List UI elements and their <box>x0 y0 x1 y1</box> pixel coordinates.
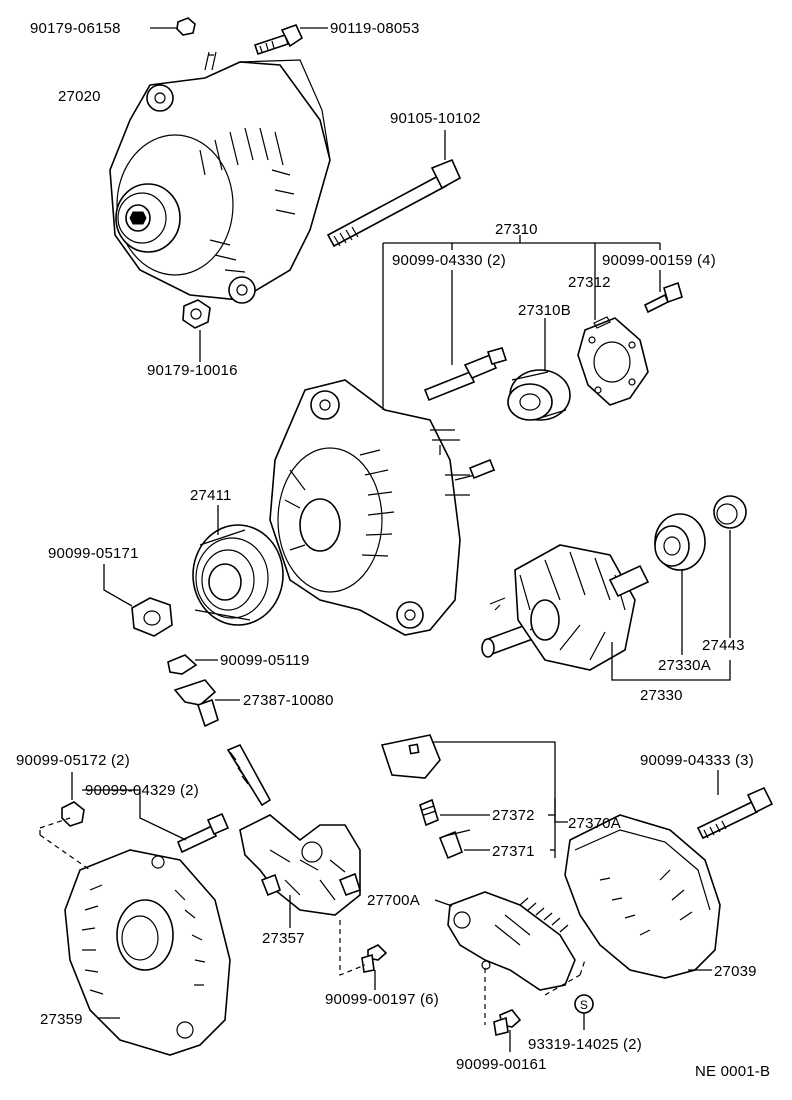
spring-27372 <box>419 798 439 827</box>
bolt-90119-08053 <box>253 24 304 56</box>
retainer-plate-27312 <box>577 316 649 406</box>
label-90099-00197: 90099-00197 (6) <box>325 991 439 1008</box>
label-90105-10102: 90105-10102 <box>390 110 481 127</box>
brush-holder-27370A <box>380 734 441 779</box>
label-27411: 27411 <box>190 487 232 504</box>
label-27310B: 27310B <box>518 302 571 319</box>
label-90179-10016: 90179-10016 <box>147 362 238 379</box>
label-27310: 27310 <box>495 221 538 238</box>
screw-90099-00161 <box>493 1009 522 1036</box>
label-27359: 27359 <box>40 1011 83 1028</box>
part-number-labels: 90179-06158 90119-08053 27020 90105-1010… <box>16 20 770 1080</box>
bolt-90105-10102 <box>326 158 462 248</box>
terminal-27387-10080 <box>173 679 219 728</box>
pulley-27411 <box>192 524 284 626</box>
label-90099-05119: 90099-05119 <box>220 652 310 669</box>
label-27039: 27039 <box>714 963 757 980</box>
label-90099-04329: 90099-04329 (2) <box>85 782 199 799</box>
screw-90099-00159 <box>643 281 683 314</box>
label-27443: 27443 <box>702 637 745 654</box>
rotor-27330 <box>481 544 650 671</box>
bolt-90099-04330 <box>423 347 508 402</box>
nut-90179-10016 <box>182 299 211 329</box>
label-93319-14025: 93319-14025 (2) <box>528 1036 642 1053</box>
label-27330A: 27330A <box>658 657 711 674</box>
label-27330: 27330 <box>640 687 683 704</box>
label-90179-06158: 90179-06158 <box>30 20 121 37</box>
label-90099-05171: 90099-05171 <box>48 545 139 562</box>
label-27020: 27020 <box>58 88 101 105</box>
nut-90099-05172 <box>61 801 85 827</box>
brush-27371 <box>438 829 471 860</box>
callout-27310 <box>382 235 661 410</box>
label-90099-04330: 90099-04330 (2) <box>392 252 506 269</box>
label-90099-05172: 90099-05172 (2) <box>16 752 130 769</box>
label-90099-00159: 90099-00159 (4) <box>602 252 716 269</box>
label-90099-04333: 90099-04333 (3) <box>640 752 754 769</box>
label-27387-10080: 27387-10080 <box>243 692 334 709</box>
label-90099-00161: 90099-00161 <box>456 1056 547 1073</box>
svg-text:S: S <box>580 998 588 1012</box>
label-27372: 27372 <box>492 807 535 824</box>
alternator-assembly <box>109 51 331 304</box>
bearing-27330A <box>654 513 706 571</box>
regulator-27700A <box>447 891 576 991</box>
label-27357: 27357 <box>262 930 305 947</box>
label-27312: 27312 <box>568 274 611 291</box>
rear-cover-27039 <box>564 814 721 979</box>
bearing-27310B <box>507 369 571 421</box>
label-27700A: 27700A <box>367 892 420 909</box>
reference-code: NE 0001-B <box>695 1063 770 1080</box>
screw-93319-14025: S <box>574 994 594 1014</box>
rectifier-holder-27357 <box>226 743 361 916</box>
label-27371: 27371 <box>492 843 535 860</box>
nut-90099-05171 <box>131 597 173 637</box>
label-90119-08053: 90119-08053 <box>330 20 420 37</box>
drive-end-frame <box>269 379 496 636</box>
rear-frame-27359 <box>64 849 231 1056</box>
nut-90179-06158 <box>176 17 196 36</box>
cap-90099-05119 <box>167 654 198 675</box>
label-27370A: 27370A <box>568 815 621 832</box>
bearing-cover-27443 <box>713 495 747 529</box>
screw-90099-00197 <box>361 944 388 973</box>
bolt-90099-04333 <box>696 786 774 840</box>
bolt-90099-04329 <box>176 812 230 854</box>
